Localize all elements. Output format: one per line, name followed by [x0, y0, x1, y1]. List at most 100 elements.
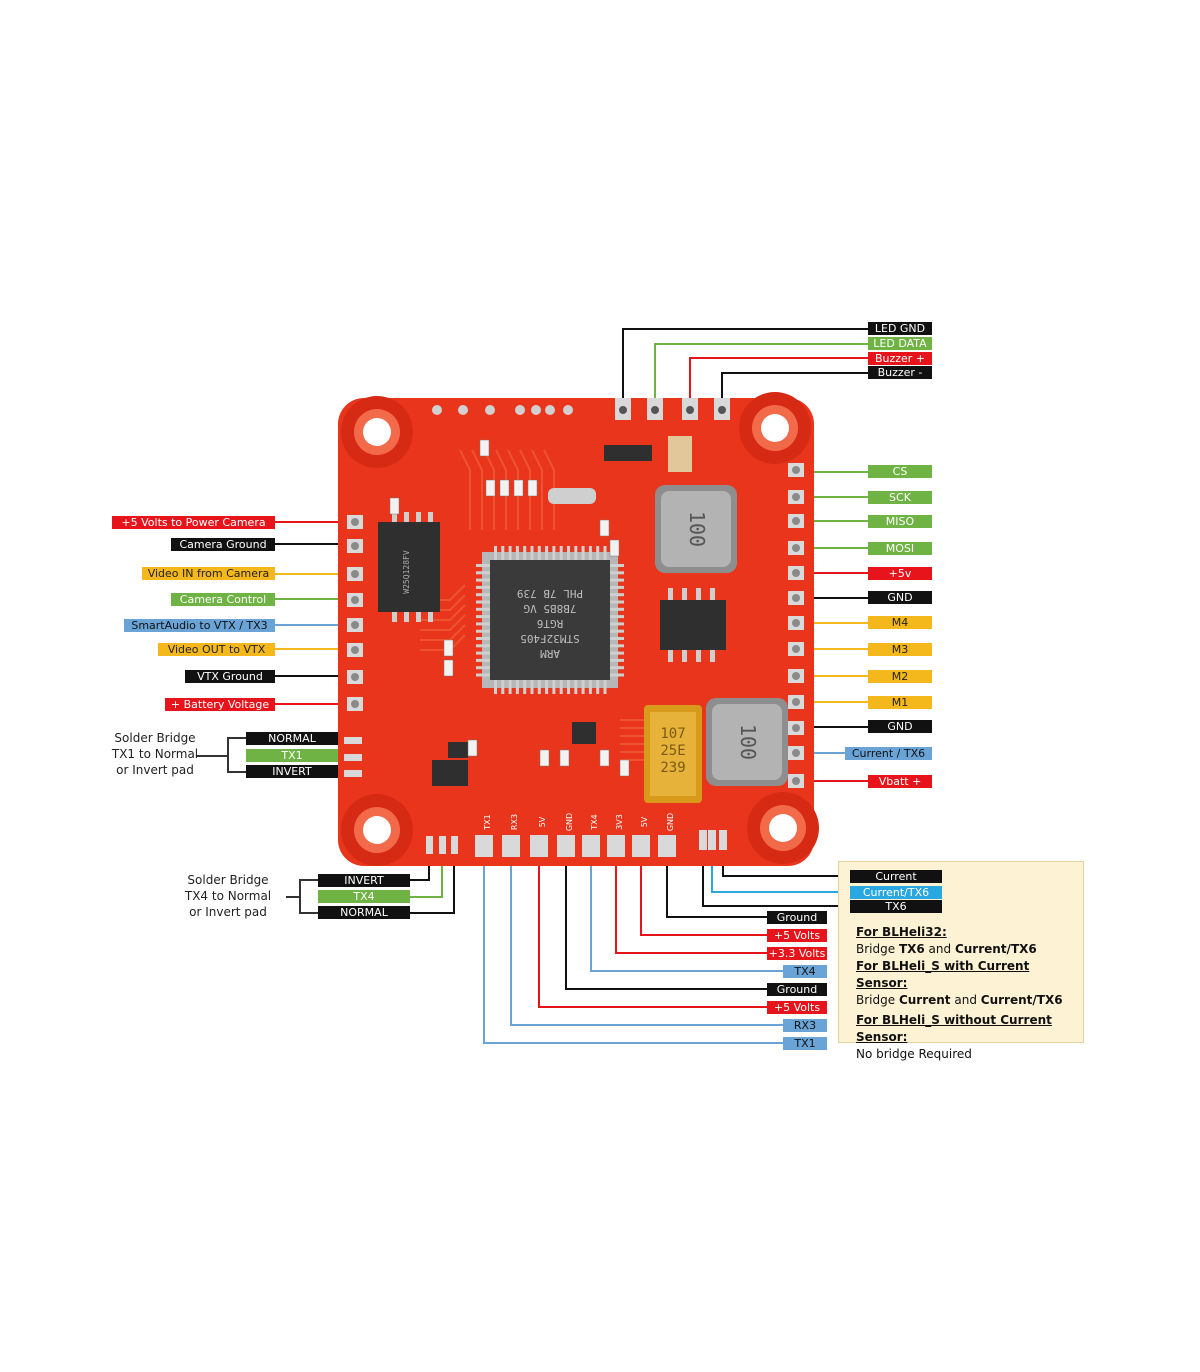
- label-miso: MISO: [868, 515, 932, 528]
- wire-bottom: [538, 845, 767, 1008]
- regulator: [432, 760, 468, 786]
- info-line-1: Bridge TX6 and Current/TX6: [856, 942, 1037, 956]
- smd-resistor: [479, 439, 490, 457]
- label-video-in: Video IN from Camera: [142, 567, 275, 580]
- mcu-pin: [537, 680, 541, 694]
- label-cs: CS: [868, 465, 932, 478]
- info-heading-blheli32: For BLHeli32:: [856, 925, 947, 939]
- top-pad-dot: [686, 406, 694, 414]
- label-buzzer-minus: Buzzer -: [868, 366, 932, 379]
- mcu-pin: [610, 622, 624, 626]
- silk-label: TX4: [590, 814, 599, 830]
- mcu-pin: [610, 658, 624, 662]
- via: [485, 405, 495, 415]
- mcu-pin: [588, 546, 592, 560]
- label-5v-camera: +5 Volts to Power Camera: [112, 516, 275, 529]
- bottom-pad: [658, 835, 676, 857]
- mcu-pin: [567, 546, 570, 560]
- wire-top: [654, 343, 868, 410]
- right-pad-dot: [792, 672, 800, 680]
- mcu-pin: [559, 680, 563, 694]
- label-bridge2-tx4: TX4: [318, 890, 410, 903]
- tx1-bridge-pad: [344, 754, 362, 761]
- wire-bottom: [565, 845, 767, 990]
- mcu-pin: [476, 666, 490, 670]
- silk-label: 5V: [538, 816, 547, 827]
- mcu-pin: [476, 571, 490, 575]
- flash-pin: [416, 612, 421, 622]
- right-pad-dot: [792, 724, 800, 732]
- flash-pin: [392, 612, 397, 622]
- trace: [471, 449, 483, 530]
- imu-chip: [660, 600, 726, 650]
- mcu-pin: [588, 680, 592, 694]
- smd-resistor: [499, 479, 510, 497]
- label-current-tx6-bottom: Current/TX6: [850, 886, 942, 899]
- mcu-pin: [476, 629, 490, 633]
- trace: [531, 449, 543, 530]
- label-5v-right: +5v: [868, 567, 932, 580]
- mcu-pin: [610, 629, 624, 633]
- left-pad-dot: [351, 596, 359, 604]
- mcu-pin: [494, 680, 497, 694]
- imu-pin: [696, 588, 701, 600]
- right-pad-dot: [792, 517, 800, 525]
- bottom-pad: [557, 835, 575, 857]
- cap-text: 107: [660, 726, 685, 742]
- mcu-pin: [476, 637, 490, 640]
- mcu-text: STM32F405: [520, 632, 580, 645]
- trace: [519, 449, 531, 530]
- mcu-pin: [552, 680, 556, 694]
- flash-pin: [416, 512, 421, 522]
- via: [458, 405, 468, 415]
- label-tx1-bottom: TX1: [783, 1037, 827, 1050]
- right-pad-dot: [792, 493, 800, 501]
- imu-pin: [668, 588, 673, 600]
- current-pad: [699, 830, 707, 850]
- mcu-pin: [610, 571, 624, 575]
- tantalum-top: [650, 712, 696, 796]
- label-smartaudio: SmartAudio to VTX / TX3: [124, 619, 275, 632]
- label-bridge2-invert: INVERT: [318, 874, 410, 887]
- imu-pin: [668, 650, 673, 662]
- bridge1-bracket: [227, 756, 246, 773]
- mcu-pin: [567, 680, 570, 694]
- inductor-text: 100: [736, 724, 760, 760]
- label-m2: M2: [868, 670, 932, 683]
- bottom-pad: [582, 835, 600, 857]
- via: [515, 405, 525, 415]
- mcu-pin: [476, 651, 490, 655]
- cap-text: 25E: [660, 743, 685, 759]
- bottom-pad: [632, 835, 650, 857]
- info-heading-blheli-s-current: For BLHeli_S with Current Sensor:: [856, 959, 1030, 990]
- label-m1: M1: [868, 696, 932, 709]
- mcu-pin: [476, 673, 490, 677]
- label-led-data: LED DATA: [868, 337, 932, 350]
- label-bridge1-tx1: TX1: [246, 749, 338, 762]
- resistor-array: [604, 445, 652, 461]
- transistor: [572, 722, 596, 744]
- imu-pin: [710, 588, 715, 600]
- label-video-out: Video OUT to VTX: [158, 643, 275, 656]
- label-tx4-bottom: TX4: [783, 965, 827, 978]
- mcu-pin: [574, 546, 578, 560]
- tx4-bridge-pad: [439, 836, 446, 854]
- mcu-pin: [476, 644, 490, 648]
- mcu-pin: [476, 607, 490, 611]
- smd-resistor: [599, 749, 610, 767]
- flash-pin: [392, 512, 397, 522]
- mcu-pin: [610, 673, 624, 677]
- mcu-pin: [515, 680, 519, 694]
- left-pad-dot: [351, 542, 359, 550]
- right-pad-dot: [792, 645, 800, 653]
- mcu-pin: [523, 680, 527, 694]
- left-pad-dot: [351, 621, 359, 629]
- bottom-pad: [607, 835, 625, 857]
- silk-label: RX3: [510, 814, 519, 830]
- smd-resistor: [485, 479, 496, 497]
- smd-resistor: [389, 497, 400, 515]
- top-pad-dot: [651, 406, 659, 414]
- flash-pin: [428, 612, 433, 622]
- label-current-tx6: Current / TX6: [845, 747, 932, 760]
